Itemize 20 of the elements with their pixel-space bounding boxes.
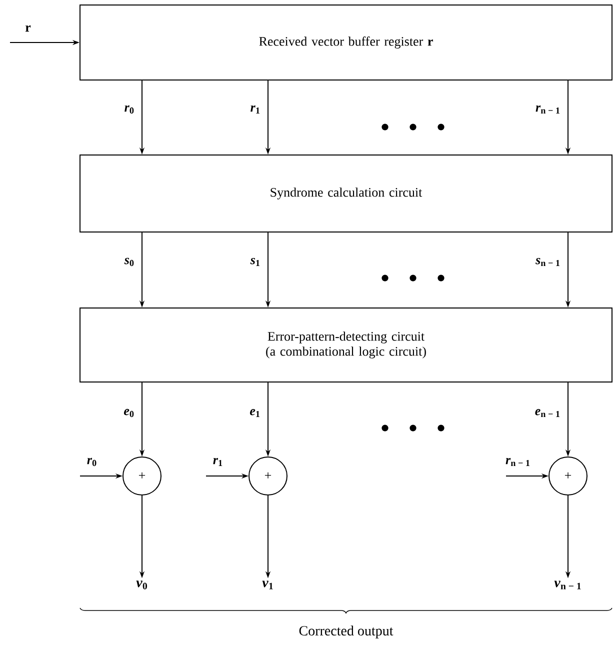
edge-label: s$_{0}$	[124, 258, 134, 266]
edge-label: r$_{0}$	[87, 458, 96, 466]
edge-label: r$_{0}$	[124, 105, 134, 114]
edge-label: r	[25, 25, 31, 32]
edge-label: e$_{1}$	[250, 409, 260, 417]
circuit-box: Error-pattern-detecting circuit (a combinational logic circuit)	[80, 308, 612, 382]
edge-label: e$_{0}$	[124, 408, 134, 418]
output-label: v$_{0}$	[136, 580, 147, 590]
edge-label: e$_{n − 1}$	[535, 409, 560, 417]
caption-label: Corrected output	[299, 626, 394, 638]
output-label: v$_{1}$	[262, 580, 273, 590]
edge-label: r$_{n − 1}$	[506, 458, 530, 466]
circuit-box: Received vector buffer register r	[80, 4, 612, 80]
edge-label: s$_{n − 1}$	[536, 258, 560, 266]
edge-label: r$_{1}$	[213, 458, 222, 466]
edge-label: r$_{n − 1}$	[536, 106, 560, 114]
circuit-box: Syndrome calculation circuit	[80, 154, 612, 232]
edge-label: r$_{1}$	[250, 106, 260, 114]
edge-label: s$_{1}$	[250, 258, 260, 266]
output-label: v$_{n − 1}$	[554, 580, 581, 590]
